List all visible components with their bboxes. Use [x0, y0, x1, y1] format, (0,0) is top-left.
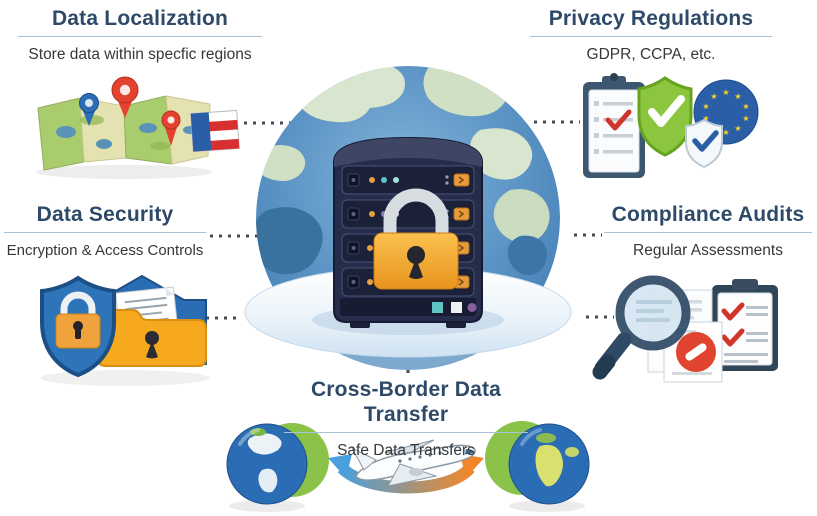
cross-border-title: Cross-Border Data Transfer	[310, 378, 502, 426]
globe-americas-icon	[226, 423, 329, 505]
svg-text:★: ★	[742, 114, 749, 123]
compliance-audits-divider	[604, 232, 812, 233]
data-localization-subtitle: Store data within specfic regions	[28, 46, 252, 63]
error-badge-icon	[663, 321, 723, 383]
privacy-regulations-divider	[530, 36, 772, 37]
section-data-localization: Data Localization Store data within spec…	[18, 6, 262, 64]
clipboard-checklist-icon	[583, 73, 645, 178]
flag-icon	[190, 109, 240, 153]
airplane-icon	[350, 439, 476, 487]
checklist-clipboard-icon	[712, 279, 778, 371]
svg-text:★: ★	[734, 92, 741, 101]
blue-shield-padlock-icon	[40, 275, 116, 378]
folded-map-icon	[36, 95, 212, 179]
transfer-arrows-icon	[328, 454, 484, 494]
globe-africa-europe-icon	[485, 421, 590, 505]
compliance-audits-subtitle: Regular Assessments	[633, 242, 783, 259]
svg-text:★: ★	[734, 124, 741, 133]
svg-text:★: ★	[702, 114, 709, 123]
section-compliance-audits: Compliance Audits Regular Assessments	[604, 202, 812, 260]
svg-text:★: ★	[710, 92, 717, 101]
data-security-title: Data Security	[36, 203, 174, 226]
data-localization-divider	[18, 36, 262, 37]
svg-text:★: ★	[742, 102, 749, 111]
svg-text:★: ★	[702, 102, 709, 111]
location-pin-icon	[79, 76, 181, 146]
transfer-shadows	[229, 500, 585, 512]
locked-folder-icon	[40, 274, 210, 386]
padlock-icon	[373, 188, 459, 290]
cross-border-subtitle: Safe Data Transfers	[337, 442, 475, 459]
privacy-regulations-title: Privacy Regulations	[548, 7, 754, 30]
white-shield-check-icon	[685, 118, 723, 169]
section-data-security: Data Security Encryption & Access Contro…	[4, 202, 206, 260]
magnifier-icon	[592, 275, 691, 380]
data-security-divider	[4, 232, 206, 233]
data-security-subtitle: Encryption & Access Controls	[6, 242, 204, 259]
privacy-regulations-subtitle: GDPR, CCPA, etc.	[586, 46, 716, 63]
svg-text:★: ★	[722, 128, 729, 137]
green-shield-check-icon	[637, 76, 693, 157]
section-cross-border-transfer: Cross-Border Data Transfer Safe Data Tra…	[266, 377, 546, 460]
data-localization-title: Data Localization	[51, 7, 229, 30]
cross-border-divider	[284, 432, 528, 433]
section-privacy-regulations: Privacy Regulations GDPR, CCPA, etc.	[530, 6, 772, 64]
svg-text:★: ★	[722, 88, 729, 97]
compliance-audits-title: Compliance Audits	[611, 203, 805, 226]
